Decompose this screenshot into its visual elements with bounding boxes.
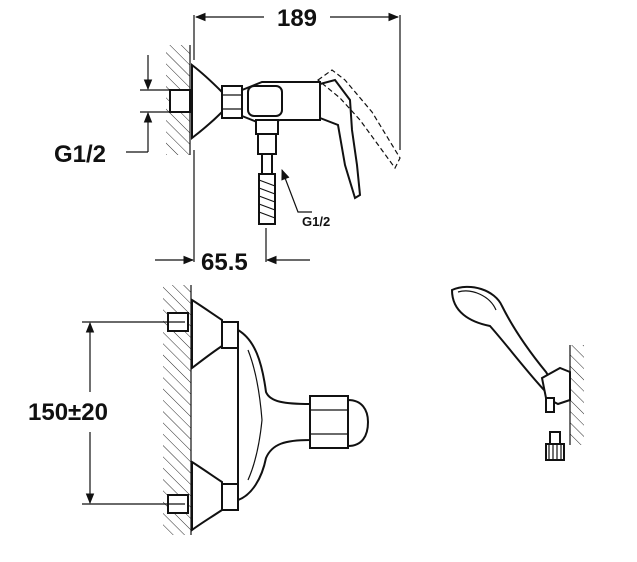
g-right-leader — [281, 168, 312, 213]
front-view: 150±20 — [28, 285, 370, 535]
screw-head-lines — [548, 444, 562, 460]
body-cap — [247, 85, 283, 117]
side-view: 189 G1/2 G1/2 65.5 — [54, 5, 401, 276]
nut-top — [221, 321, 239, 349]
inlet-stub — [169, 89, 191, 113]
shower-head — [450, 285, 554, 392]
mixer-body-front — [237, 328, 311, 502]
screw-shank — [549, 431, 561, 445]
dim-150-label: 150±20 — [28, 399, 108, 426]
lever-closed — [319, 78, 362, 200]
flange-top — [191, 298, 223, 371]
thread-lines — [258, 179, 276, 219]
union-nut — [221, 85, 243, 119]
nut-bottom — [221, 483, 239, 511]
lever-open-dashed — [317, 69, 401, 170]
handle-cartridge — [309, 395, 349, 449]
wall-hatch-shower — [570, 345, 584, 445]
outlet-body — [257, 133, 277, 155]
outlet-nut — [255, 119, 279, 135]
outlet-neck — [261, 153, 273, 175]
body-contour — [247, 349, 263, 481]
hose-connector — [545, 397, 555, 413]
dim-189-label: 189 — [277, 5, 317, 32]
handle-cap — [347, 398, 370, 448]
flange-cover — [191, 62, 223, 141]
flange-bottom — [191, 460, 223, 532]
dim-g12-left-label: G1/2 — [54, 141, 106, 168]
hand-shower-view — [450, 285, 584, 461]
dim-g12-right-label: G1/2 — [302, 214, 330, 229]
dim-65-label: 65.5 — [201, 249, 248, 276]
screw-head — [545, 443, 565, 461]
